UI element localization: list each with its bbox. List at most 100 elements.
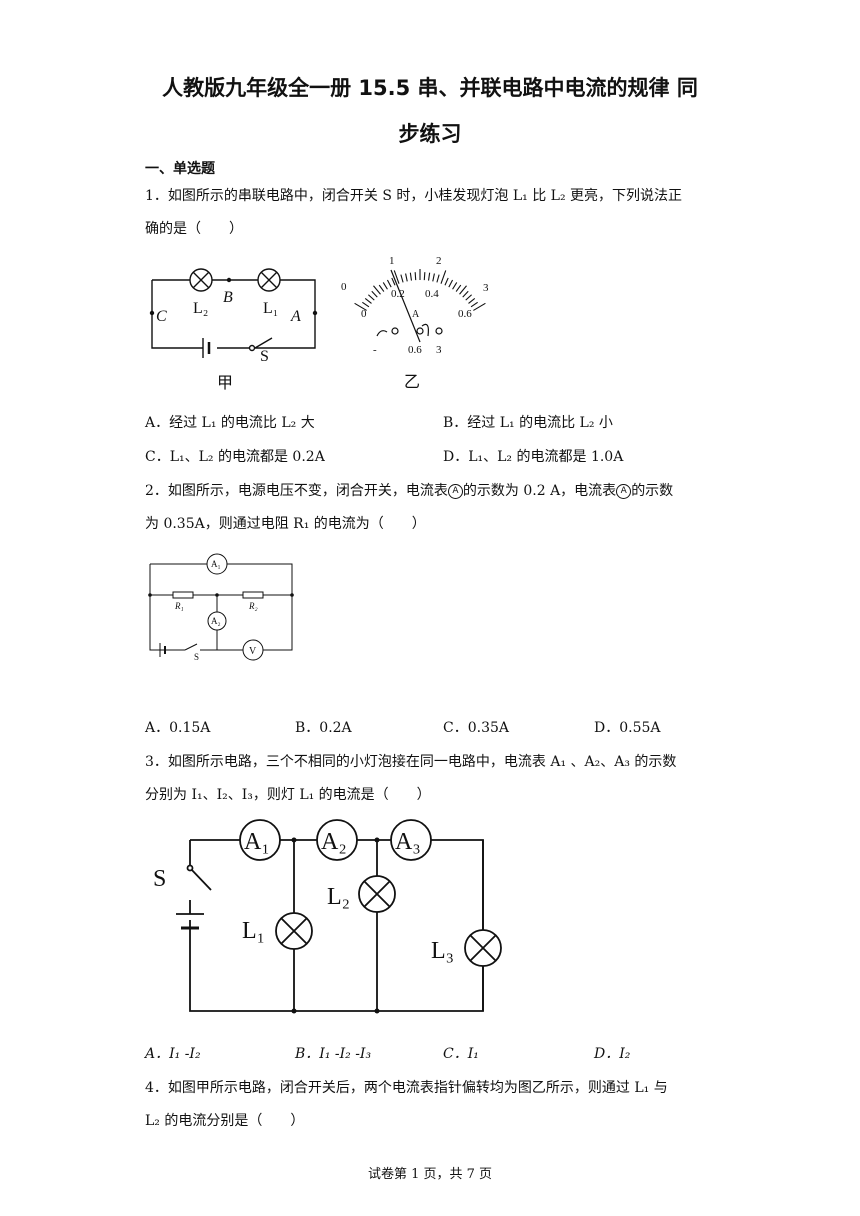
q3-stem-line-1: 3．如图所示电路，三个不相同的小灯泡接在同一电路中，电流表 A₁ 、A₂、A₃ …	[145, 754, 677, 770]
dial-tick	[391, 277, 396, 286]
scale-bottom-02: 0.2	[391, 288, 405, 300]
dial-tick	[455, 284, 462, 292]
dial-tick	[440, 270, 447, 284]
dial-tick	[371, 290, 378, 298]
q4-stem-line-1: 4．如图甲所示电路，闭合开关后，两个电流表指针偏转均为图乙所示，则通过 L₁ 与	[145, 1080, 668, 1096]
terminal-negative: -	[373, 344, 377, 356]
scale-top-0: 0	[341, 281, 347, 293]
q3-label-l2: L₂	[327, 884, 350, 910]
label-a: A	[290, 308, 301, 325]
q1-option-d[interactable]: D．L₁、L₂ 的电流都是 1.0A	[443, 449, 624, 465]
dial-tick	[362, 301, 370, 308]
q3-label-a2: A₂	[321, 829, 347, 855]
label-s: S	[260, 348, 269, 365]
dial-tick	[462, 290, 469, 298]
ammeter-scale	[354, 269, 486, 311]
dial-tick	[465, 294, 472, 301]
q2-label-v: V	[249, 646, 257, 657]
lamp-l1-icon	[257, 268, 281, 292]
label-c: C	[156, 308, 167, 325]
q2-option-b[interactable]: B．0.2A	[295, 720, 352, 736]
section-heading: 一、单选题	[145, 161, 215, 177]
q2-option-c[interactable]: C．0.35A	[443, 720, 509, 736]
scale-top-3: 3	[483, 282, 489, 294]
dial-tick	[400, 274, 404, 283]
dial-tick	[459, 285, 467, 295]
q2-label-a2: A₂	[211, 616, 221, 626]
scale-top-2: 2	[436, 255, 442, 267]
q3-figure-circuit: A₁ A₂ A₃ S L₁ L₂ L₃	[153, 819, 502, 1014]
label-l2: L₂	[193, 300, 208, 317]
q2-figure-circuit: A₁ R₁ R₂ A₂ S V	[148, 553, 294, 662]
q3-label-s: S	[153, 866, 166, 892]
dial-tick	[470, 301, 478, 308]
dial-tick	[427, 272, 431, 281]
ammeter-needle	[390, 269, 421, 343]
q2-option-a[interactable]: A．0.15A	[145, 720, 211, 736]
q2-stem-part-3: 的示数	[631, 483, 674, 499]
dial-tick	[452, 282, 458, 290]
dial-tick	[393, 270, 400, 284]
dial-tick	[423, 272, 426, 281]
q2-stem-line-2: 为 0.35A，则通过电阻 R₁ 的电流为（ ）	[145, 516, 426, 532]
dial-tick	[354, 302, 367, 311]
q2-stem-part-1: 2．如图所示，电源电压不变，闭合开关，电流表	[145, 483, 448, 499]
dial-tick	[386, 279, 392, 288]
ammeter-a1-symbol: A	[447, 483, 463, 499]
q3-option-a[interactable]: A．I₁ -I₂	[145, 1046, 201, 1062]
q1-figure-jia: L₂ B L₁ C A S 甲	[149, 268, 318, 392]
dial-tick	[436, 274, 440, 283]
q3-ammeter-a3-icon	[390, 819, 432, 861]
dial-tick	[444, 277, 449, 286]
q3-option-b[interactable]: B．I₁ -I₂ -I₃	[295, 1046, 372, 1062]
q1-option-b[interactable]: B．经过 L₁ 的电流比 L₂ 小	[443, 415, 613, 431]
q4-stem-line-2: L₂ 的电流分别是（ ）	[145, 1113, 305, 1129]
lamp-l2-icon	[189, 268, 213, 292]
scale-bottom-04: 0.4	[425, 288, 439, 300]
q2-label-r1: R₁	[174, 601, 184, 611]
page-title-line-2: 步练习	[398, 122, 462, 146]
dial-tick	[448, 279, 454, 288]
q3-label-a3: A₃	[395, 829, 421, 855]
dial-tick	[432, 273, 435, 282]
q2-voltmeter-icon	[242, 639, 264, 661]
q3-label-l3: L₃	[431, 938, 454, 964]
caption-yi: 乙	[404, 374, 420, 391]
q3-option-d[interactable]: D．I₂	[594, 1046, 631, 1062]
scale-unit: A	[412, 309, 420, 320]
q1-stem-line-1: 1．如图所示的串联电路中，闭合开关 S 时，小桂发现灯泡 L₁ 比 L₂ 更亮，…	[145, 188, 683, 204]
q3-stem-line-2: 分别为 I₁、I₂、I₃，则灯 L₁ 的电流是（ ）	[145, 787, 431, 803]
dial-tick	[414, 272, 417, 281]
scale-bottom-06: 0.6	[458, 308, 472, 320]
terminal-3: 3	[436, 344, 442, 356]
dial-tick	[373, 285, 381, 295]
caption-jia: 甲	[217, 375, 233, 392]
q3-option-c[interactable]: C．I₁	[443, 1046, 479, 1062]
dial-tick	[382, 282, 388, 290]
dial-tick	[364, 297, 372, 304]
q2-label-a1: A₁	[211, 559, 221, 569]
dial-tick	[378, 284, 385, 292]
dial-tick	[409, 272, 413, 281]
terminal-06: 0.6	[408, 344, 422, 356]
q3-ammeter-a1-icon	[239, 819, 281, 861]
q2-ammeter-a1-icon	[206, 553, 228, 575]
q2-label-r2: R₂	[248, 601, 258, 611]
q2-option-d[interactable]: D．0.55A	[594, 720, 661, 736]
dial-tick	[368, 294, 375, 301]
q1-stem-line-2: 确的是（ ）	[145, 221, 243, 237]
dial-tick	[468, 297, 476, 304]
q2-ammeter-a2-icon	[207, 611, 227, 631]
dial-tick	[473, 302, 486, 311]
page-title-line-1: 人教版九年级全一册 15.5 串、并联电路中电流的规律 同	[162, 76, 698, 100]
q3-label-a1: A₁	[244, 829, 270, 855]
q2-stem-part-2: 的示数为 0.2 A，电流表	[462, 483, 617, 499]
q1-option-a[interactable]: A．经过 L₁ 的电流比 L₂ 大	[145, 415, 315, 431]
page-footer: 试卷第 1 页，共 7 页	[367, 1167, 493, 1182]
scale-bottom-0: 0	[361, 308, 367, 320]
q3-label-l1: L₁	[242, 918, 265, 944]
q1-option-c[interactable]: C．L₁、L₂ 的电流都是 0.2A	[145, 449, 325, 465]
scale-top-1: 1	[389, 255, 395, 267]
